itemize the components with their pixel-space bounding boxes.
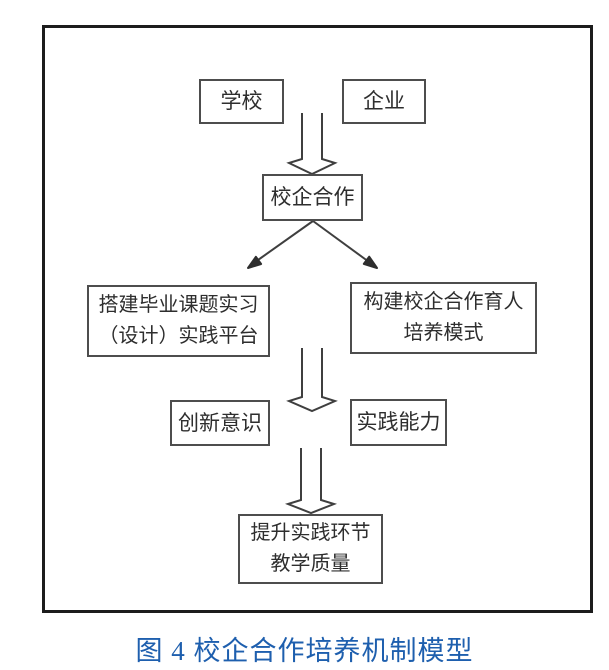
- node-innovation: 创新意识: [170, 400, 270, 446]
- node-training-mode: 构建校企合作育人 培养模式: [350, 282, 537, 354]
- node-practice-ability: 实践能力: [350, 399, 447, 446]
- node-cooperation: 校企合作: [262, 174, 363, 221]
- figure-caption: 图 4 校企合作培养机制模型: [135, 636, 474, 666]
- node-practice-platform: 搭建毕业课题实习 （设计）实践平台: [87, 285, 270, 357]
- node-school: 学校: [199, 79, 284, 124]
- node-teaching-quality: 提升实践环节 教学质量: [238, 514, 383, 584]
- node-enterprise: 企业: [342, 79, 426, 124]
